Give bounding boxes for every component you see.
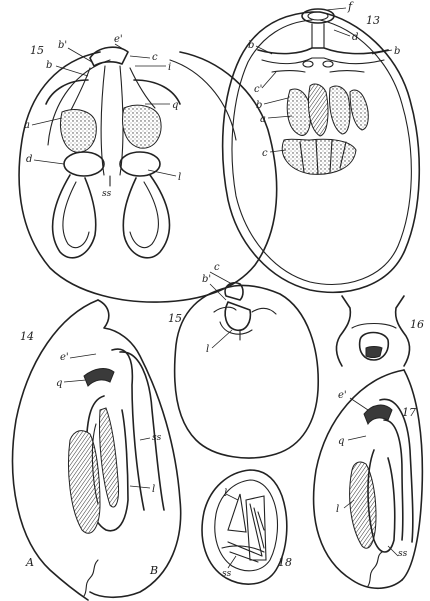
figure-number: 15 bbox=[168, 312, 182, 325]
label-e-prime: e' bbox=[60, 352, 69, 363]
figure-15-top bbox=[19, 44, 277, 302]
label-ss: ss bbox=[222, 569, 232, 579]
label-d: d bbox=[352, 32, 358, 43]
figure-number: 17 bbox=[402, 406, 416, 419]
label-d: d bbox=[26, 154, 32, 165]
label-l: l bbox=[178, 172, 181, 183]
label-a: a bbox=[260, 114, 266, 125]
label-b-prime: b' bbox=[202, 274, 211, 285]
label-q: q bbox=[56, 378, 62, 389]
label-c: c bbox=[152, 52, 158, 63]
label-c: c bbox=[214, 262, 220, 273]
label-ss: ss bbox=[398, 549, 408, 559]
label-A: A bbox=[25, 556, 34, 569]
figure-number: 13 bbox=[366, 14, 380, 27]
label-b: b bbox=[248, 40, 254, 51]
label-l: l bbox=[206, 344, 209, 355]
label-B: B bbox=[149, 564, 158, 577]
label-i: i bbox=[168, 62, 171, 73]
label-f: f bbox=[347, 0, 354, 13]
label-l: l bbox=[152, 484, 155, 495]
label-c-prime: c' bbox=[254, 84, 262, 95]
figure-16: 16 bbox=[336, 296, 424, 366]
label-b: b bbox=[256, 100, 262, 111]
label-b: b bbox=[394, 46, 400, 57]
label-a: a bbox=[24, 120, 30, 131]
label-l: l bbox=[224, 488, 227, 499]
label-b-prime: b' bbox=[58, 40, 67, 51]
label-ss: ss bbox=[102, 189, 112, 199]
figure-number: 14 bbox=[20, 330, 34, 343]
label-l: l bbox=[336, 504, 339, 515]
figure-18: 18 l ss bbox=[202, 470, 292, 584]
label-q: q bbox=[172, 100, 178, 111]
figure-number: 16 bbox=[410, 318, 424, 331]
label-ss: ss bbox=[152, 433, 162, 443]
label-e-prime: e' bbox=[114, 34, 123, 45]
label-q: q bbox=[338, 436, 344, 447]
figure-number: 18 bbox=[278, 556, 292, 569]
figure-14 bbox=[13, 300, 181, 600]
label-e-prime: e' bbox=[338, 390, 347, 401]
figure-15 bbox=[175, 272, 319, 458]
label-c: c bbox=[262, 148, 268, 159]
figure-number: 15 bbox=[30, 44, 44, 57]
label-b: b bbox=[46, 60, 52, 71]
